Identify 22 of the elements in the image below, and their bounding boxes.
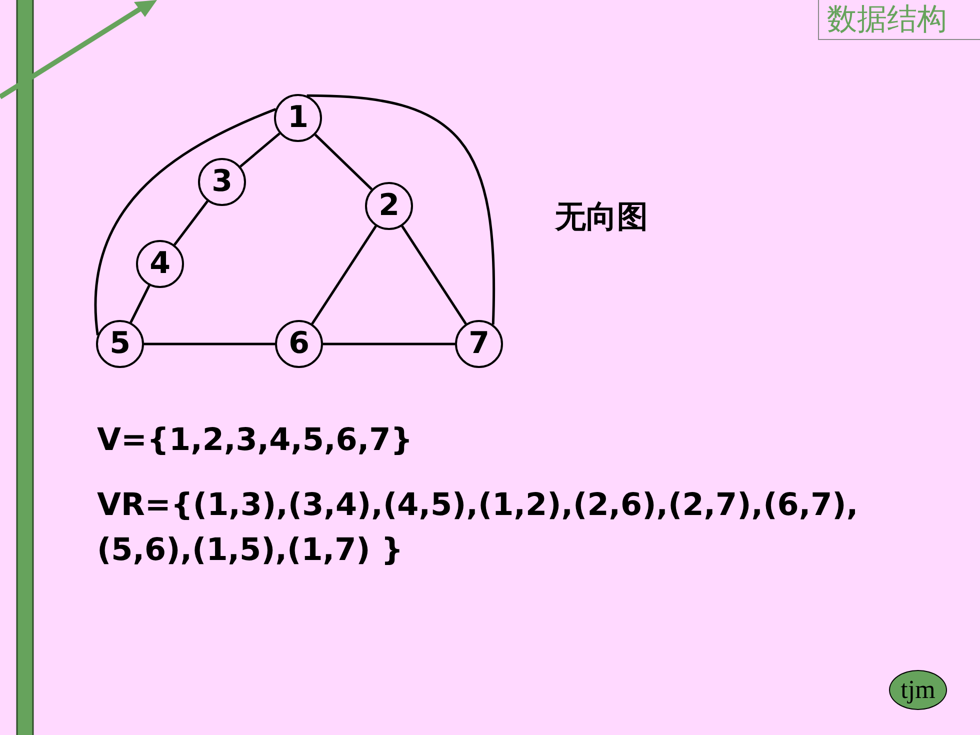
vertex-set: V={1,2,3,4,5,6,7} [97,421,414,460]
edge-line [401,225,467,325]
edge-line [314,134,373,190]
vertex-circle: 5 [96,320,144,368]
vertex-circle: 7 [455,320,503,368]
edge-line [173,200,209,246]
title: 数据结构 [818,0,980,40]
vertex-circle: 6 [275,320,323,368]
edge-line [240,132,280,168]
edge-line [130,284,150,324]
edge-set: VR={(1,3),(3,4),(4,5),(1,2),(2,6),(2,7),(6,7), (5,6),(1,5),(1,7) } [97,486,860,570]
edge-line [144,342,275,346]
badge-ellipse: tjm [889,670,947,710]
edge-line [306,94,496,325]
edge-line [94,108,276,336]
vertex-circle: 1 [274,94,322,142]
edge-line [323,342,455,346]
vertex-circle: 2 [365,182,413,230]
graph-type-label: 无向图 [555,198,649,237]
edge-line [311,225,377,325]
vertex-circle: 3 [198,158,246,206]
vertex-circle: 4 [136,240,184,288]
